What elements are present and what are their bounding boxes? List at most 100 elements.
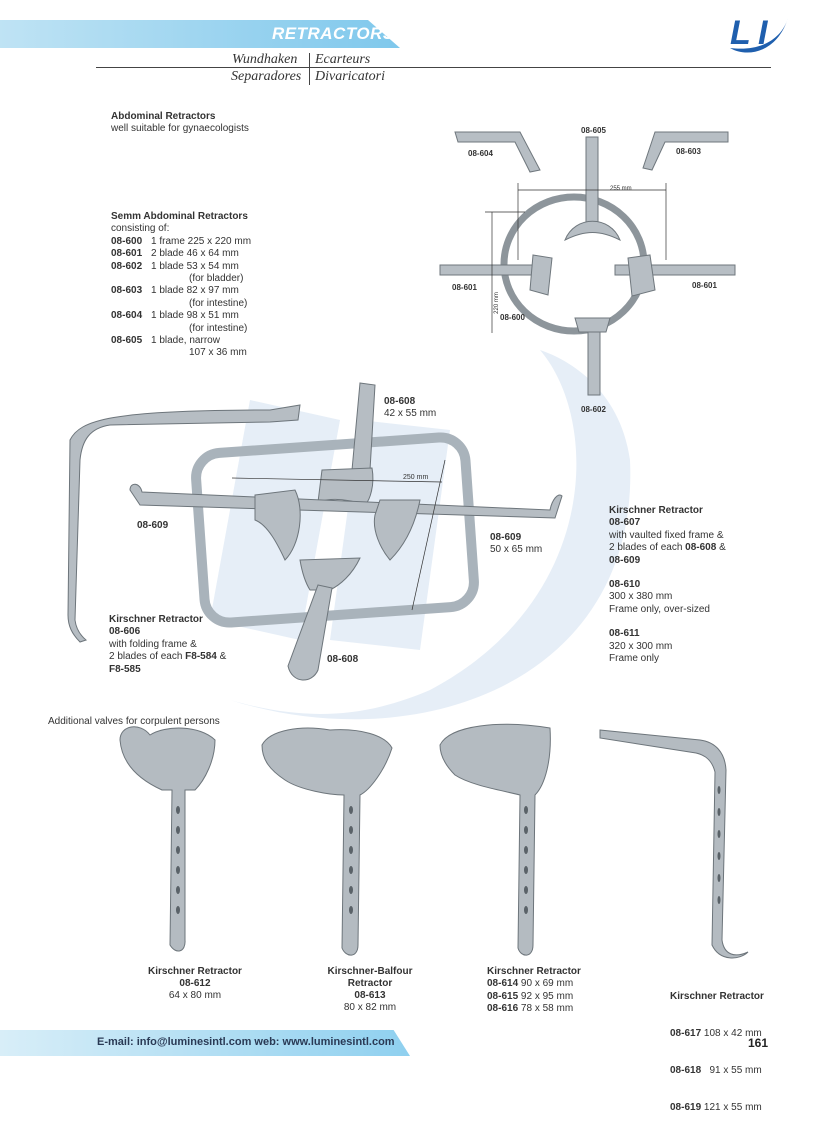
semm-item-code: 08-602 — [111, 260, 143, 272]
valve-caption-08-612: Kirschner Retractor 08-612 64 x 80 mm — [130, 966, 260, 1002]
company-logo: L I — [730, 14, 788, 53]
svg-text:L: L — [730, 14, 751, 52]
semm-item-code: 08-601 — [111, 248, 143, 260]
valve-title-2: Retractor — [347, 978, 393, 989]
k606-line3-code: F8-585 — [109, 663, 141, 675]
k607-line2-code: 08-608 — [685, 542, 717, 554]
semm-item: 08-601 2 blade 46 x 64 mm — [111, 248, 251, 260]
semm-item: 107 x 36 mm — [111, 347, 251, 359]
semm-item: 08-604 1 blade 98 x 51 mm — [111, 310, 251, 322]
valve-size: 91 x 55 mm — [703, 1065, 762, 1077]
k607-line3-code: 08-609 — [609, 554, 641, 566]
valve-size: 92 x 95 mm — [520, 990, 574, 1002]
k606-title: Kirschner Retractor — [109, 614, 203, 625]
label-08-603: 08-603 — [676, 147, 701, 156]
valves-figure — [119, 723, 749, 959]
valve-code: 08-614 — [487, 978, 519, 990]
footer-contact: E-mail: info@luminesintl.com web: www.lu… — [97, 1036, 395, 1048]
semm-item-code: 08-600 — [111, 235, 143, 247]
lang-french: Ecarteurs — [315, 52, 371, 67]
svg-text:I: I — [758, 14, 769, 52]
label-08-608-top: 08-608 42 x 55 mm — [384, 396, 436, 421]
dim-255: 255 mm — [610, 186, 632, 192]
semm-item-desc: (for intestine) — [189, 322, 248, 334]
k606-line1: with folding frame & — [109, 638, 197, 650]
semm-item-desc: (for intestine) — [189, 297, 248, 309]
code-08-609-right: 08-609 — [490, 532, 522, 543]
valve-title: Kirschner Retractor — [487, 966, 581, 977]
k606-code: 08-606 — [109, 626, 141, 638]
abdominal-title: Abdominal Retractors — [111, 111, 216, 122]
label-08-608-bottom: 08-608 — [327, 654, 359, 665]
size-08-609-right: 50 x 65 mm — [490, 544, 543, 556]
semm-item-desc: 1 blade 98 x 51 mm — [151, 310, 239, 322]
k607-line2: 2 blades of each — [609, 542, 686, 554]
size-08-608-top: 42 x 55 mm — [384, 408, 437, 420]
code-08-610: 08-610 — [609, 579, 641, 591]
semm-item: 08-605 1 blade, narrow — [111, 335, 251, 347]
header-banner — [0, 20, 400, 48]
valve-size: 121 x 55 mm — [703, 1102, 762, 1114]
k607-title: Kirschner Retractor — [609, 505, 703, 516]
lang-spanish: Separadores — [231, 69, 302, 84]
semm-consisting: consisting of: — [111, 223, 170, 235]
semm-title: Semm Abdominal Retractors — [111, 211, 248, 222]
k606-description: Kirschner Retractor 08-606 with folding … — [109, 614, 226, 676]
label-08-600: 08-600 — [500, 313, 525, 322]
semm-item-desc: (for bladder) — [189, 273, 244, 285]
semm-item: (for intestine) — [111, 298, 251, 310]
semm-item-desc: 1 blade 82 x 97 mm — [151, 285, 239, 297]
valve-title: Kirschner-Balfour — [327, 966, 413, 977]
k607-line1: with vaulted fixed frame & — [609, 529, 724, 541]
page-number: 161 — [748, 1036, 769, 1050]
semm-item-code: 08-605 — [111, 335, 143, 347]
note-08-611: Frame only — [609, 653, 660, 665]
valve-caption-08-614: Kirschner Retractor 08-614 90 x 69 mm 08… — [487, 966, 581, 1016]
valve-code: 08-612 — [179, 978, 211, 989]
valve-size: 108 x 42 mm — [703, 1028, 762, 1040]
valve-size: 80 x 82 mm — [343, 1002, 397, 1013]
valve-code: 08-613 — [354, 990, 386, 1001]
semm-item-desc: 1 frame 225 x 220 mm — [151, 235, 252, 247]
code-08-608-top: 08-608 — [384, 396, 416, 407]
valve-code: 08-619 — [670, 1102, 702, 1114]
note-08-610: Frame only, over-sized — [609, 603, 710, 615]
page-title: RETRACTORS — [272, 24, 395, 43]
semm-retractor-figure — [439, 131, 736, 396]
footer-banner — [0, 1030, 410, 1056]
code-08-611: 08-611 — [609, 628, 640, 640]
semm-item: (for intestine) — [111, 323, 251, 335]
dim-250: 250 mm — [403, 474, 429, 481]
abdominal-subtitle: well suitable for gynaecologists — [111, 123, 249, 135]
label-08-604: 08-604 — [468, 149, 493, 158]
semm-item-desc: 107 x 36 mm — [189, 347, 247, 359]
semm-item: 08-600 1 frame 225 x 220 mm — [111, 236, 251, 248]
semm-item-code: 08-604 — [111, 310, 143, 322]
semm-item-desc: 1 blade, narrow — [151, 335, 220, 347]
k607-line2-post: & — [716, 542, 726, 554]
valve-size: 64 x 80 mm — [168, 990, 222, 1001]
k606-line2: 2 blades of each — [109, 651, 186, 663]
k607-code: 08-607 — [609, 517, 641, 529]
label-08-609-right: 08-609 50 x 65 mm — [490, 532, 542, 557]
additional-valves-heading: Additional valves for corpulent persons — [48, 716, 220, 727]
semm-item-desc: 2 blade 46 x 64 mm — [151, 248, 239, 260]
valve-title: Kirschner Retractor — [670, 990, 764, 1002]
valve-code: 08-618 — [670, 1065, 702, 1077]
semm-item: (for bladder) — [111, 273, 251, 285]
semm-item-list: 08-600 1 frame 225 x 220 mm 08-601 2 blade … — [111, 236, 251, 360]
valve-size: 90 x 69 mm — [520, 978, 574, 990]
valve-code: 08-616 — [487, 1003, 519, 1015]
valve-size: 78 x 58 mm — [520, 1003, 574, 1015]
lang-italian: Divaricatori — [315, 69, 385, 84]
kirschner-frame-figure — [67, 382, 563, 681]
header-vertical-divider — [309, 53, 310, 85]
header-divider — [96, 67, 771, 68]
lang-german: Wundhaken — [232, 52, 298, 67]
valve-caption-08-613: Kirschner-Balfour Retractor 08-613 80 x … — [305, 966, 435, 1014]
label-08-605: 08-605 — [581, 126, 606, 135]
label-08-601-left: 08-601 — [452, 283, 477, 292]
k606-line2-code: F8-584 — [185, 651, 217, 663]
